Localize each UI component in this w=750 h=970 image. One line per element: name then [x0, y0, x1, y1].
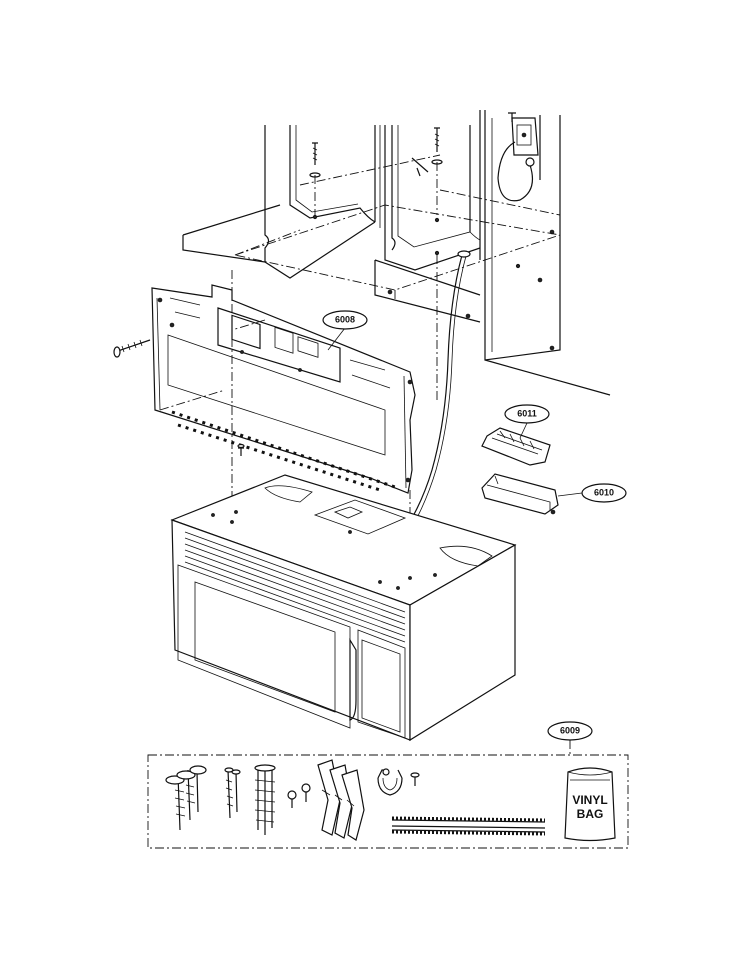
callout-6009: 6009: [547, 721, 593, 741]
vinyl-bag: [564, 767, 616, 842]
callout-6010-label: 6010: [594, 487, 614, 497]
wing-toggles: [317, 759, 365, 841]
small-screws: [287, 783, 311, 808]
callout-6011: 6011: [504, 404, 550, 439]
vinyl-bag-line1: VINYL: [572, 793, 607, 807]
vent-grille: [184, 531, 406, 643]
filler-strips: [391, 816, 546, 836]
callout-6008: 6008: [322, 310, 368, 351]
mounting-plate: [151, 284, 416, 494]
plate-hole-rows: [171, 410, 399, 492]
hardware-kit-box: [147, 740, 629, 849]
wall-cabinets: [182, 110, 611, 396]
callout-6011-label: 6011: [517, 408, 537, 418]
cabinet-mounting-screws: [309, 127, 443, 215]
damper-housing: [481, 473, 559, 515]
callout-6009-label: 6009: [560, 725, 580, 735]
small-screw: [237, 443, 245, 456]
vinyl-bag-line2: BAG: [577, 807, 604, 821]
plate-screw: [113, 339, 151, 358]
cord-clamp: [377, 768, 403, 796]
damper-door: [481, 427, 551, 466]
clamp-screw: [410, 772, 420, 786]
callout-6008-label: 6008: [335, 314, 355, 324]
microwave: [170, 474, 517, 742]
callout-6010: 6010: [557, 483, 627, 503]
wall-anchors: [254, 764, 276, 835]
power-cord: [397, 254, 463, 541]
anchor-screws: [224, 767, 241, 819]
toggle-bolts: [165, 765, 207, 831]
wall-outlet: [497, 112, 539, 202]
